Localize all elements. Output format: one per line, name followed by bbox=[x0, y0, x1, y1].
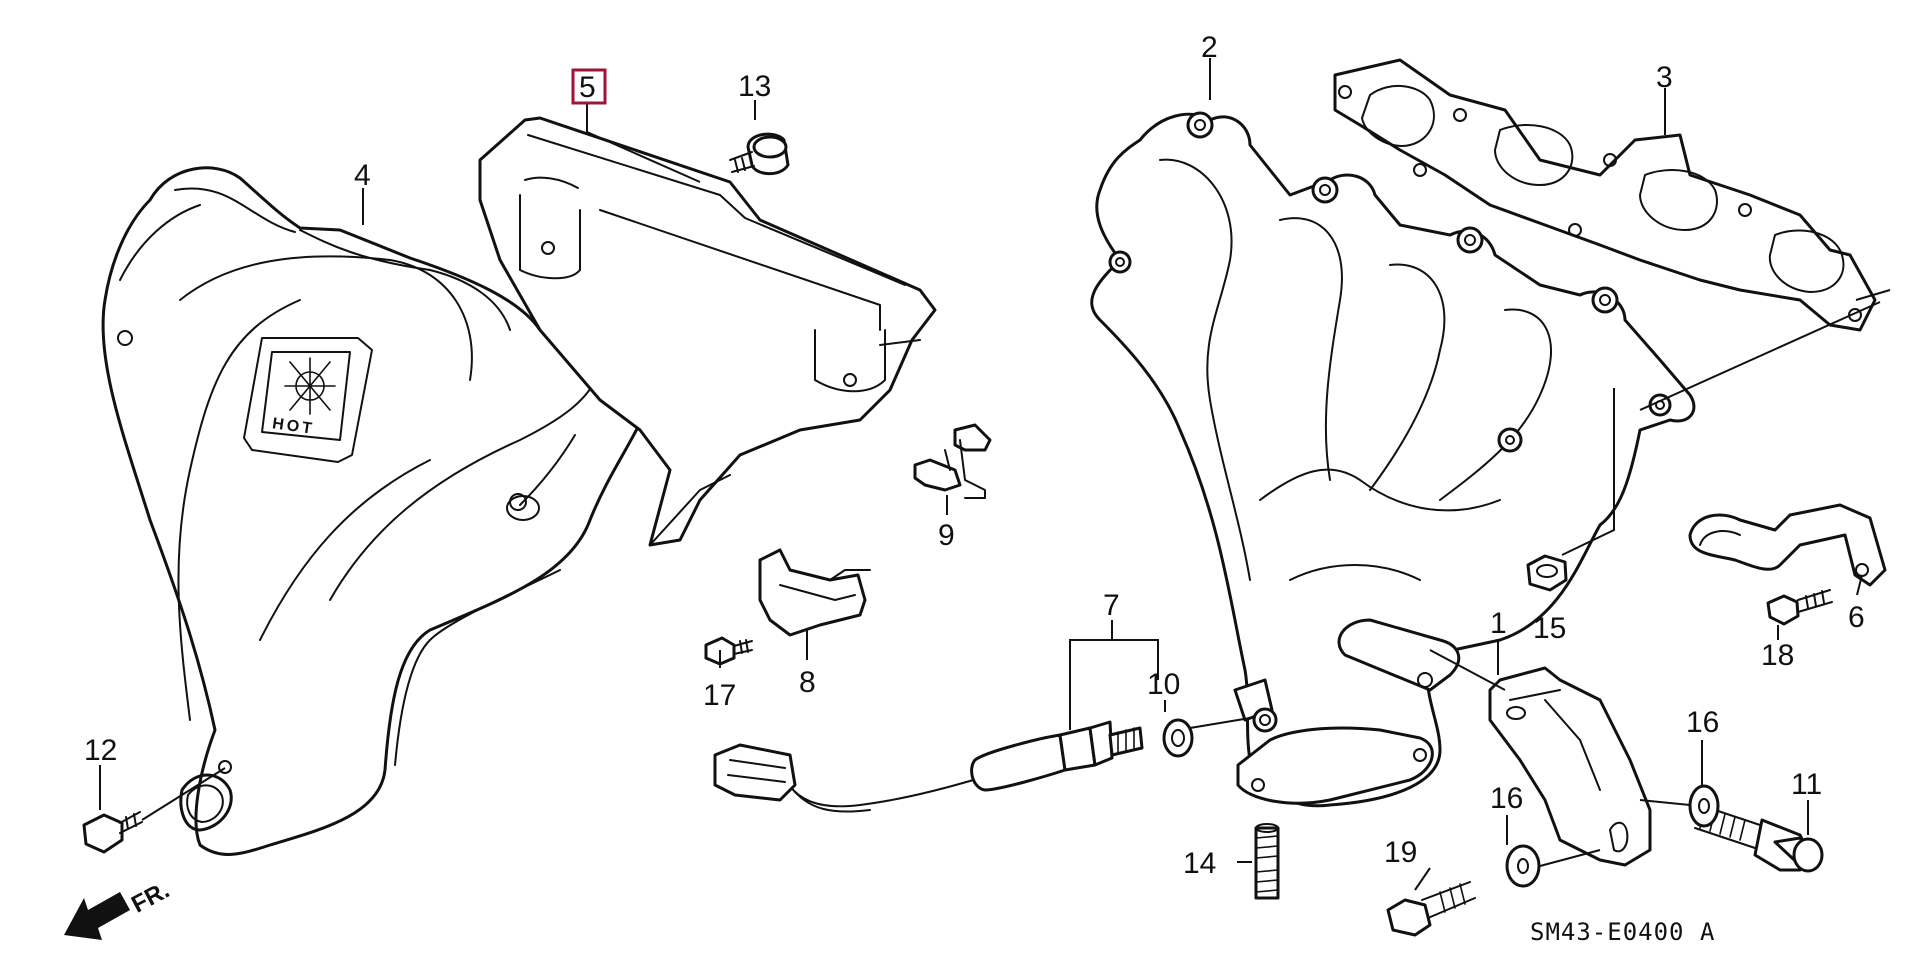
washer-16-lower[interactable] bbox=[1505, 844, 1541, 888]
flange-nut-15[interactable] bbox=[1526, 554, 1568, 592]
callout-19[interactable]: 19 bbox=[1384, 836, 1417, 869]
leader-lines bbox=[99, 58, 1891, 891]
callout-16-upper[interactable]: 16 bbox=[1686, 706, 1719, 739]
callout-18[interactable]: 18 bbox=[1761, 639, 1794, 672]
callout-12[interactable]: 12 bbox=[84, 734, 117, 767]
sensor-harness-bracket[interactable] bbox=[1688, 503, 1887, 587]
bolt-17[interactable] bbox=[704, 636, 753, 666]
exhaust-manifold[interactable] bbox=[1090, 111, 1696, 808]
oxygen-sensor[interactable] bbox=[713, 718, 1194, 813]
front-label: FR. bbox=[127, 877, 174, 919]
part-5-highlight-box bbox=[571, 68, 607, 105]
callout-7[interactable]: 7 bbox=[1103, 589, 1120, 622]
bolt-18[interactable] bbox=[1766, 589, 1833, 626]
stud-bolt-14[interactable] bbox=[1254, 823, 1280, 900]
callout-10[interactable]: 10 bbox=[1147, 668, 1180, 701]
outer-heat-shield[interactable]: HOT bbox=[101, 166, 656, 856]
manifold-bracket[interactable] bbox=[1488, 666, 1652, 867]
front-direction-indicator: FR. bbox=[64, 877, 174, 940]
bolt-11[interactable] bbox=[1694, 804, 1824, 873]
callout-8[interactable]: 8 bbox=[799, 666, 816, 699]
washer-16-upper[interactable] bbox=[1688, 784, 1720, 828]
callout-16-lower[interactable]: 16 bbox=[1490, 782, 1523, 815]
callout-4[interactable]: 4 bbox=[354, 159, 371, 192]
callout-6[interactable]: 6 bbox=[1848, 601, 1865, 634]
harness-clamp[interactable] bbox=[758, 548, 871, 637]
callout-1[interactable]: 1 bbox=[1490, 607, 1507, 640]
bolt-13[interactable] bbox=[729, 132, 790, 176]
diagram-code: SM43-E0400 A bbox=[1530, 918, 1715, 946]
callout-labels: 5 13 4 2 3 12 9 17 8 7 10 14 15 1 6 18 1… bbox=[84, 31, 1865, 880]
manifold-gasket[interactable] bbox=[1333, 58, 1877, 332]
wire-clip[interactable] bbox=[913, 423, 992, 499]
callout-14[interactable]: 14 bbox=[1183, 847, 1216, 880]
callout-17[interactable]: 17 bbox=[703, 679, 736, 712]
callout-9[interactable]: 9 bbox=[938, 519, 955, 552]
hot-label: HOT bbox=[271, 415, 316, 438]
callout-5[interactable]: 5 bbox=[579, 71, 596, 104]
bolt-19[interactable] bbox=[1386, 881, 1476, 937]
callout-2[interactable]: 2 bbox=[1201, 31, 1218, 64]
callout-3[interactable]: 3 bbox=[1656, 61, 1673, 94]
callout-11[interactable]: 11 bbox=[1791, 768, 1822, 801]
callout-15[interactable]: 15 bbox=[1533, 612, 1566, 645]
callout-13[interactable]: 13 bbox=[738, 70, 771, 103]
bolt-12[interactable] bbox=[82, 811, 143, 854]
front-arrow-icon bbox=[64, 892, 130, 940]
inner-heat-shield[interactable] bbox=[478, 116, 937, 547]
